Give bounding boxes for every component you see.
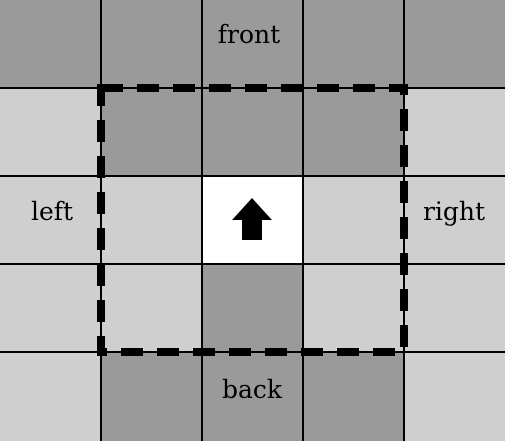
grid-cell-light [0, 264, 101, 352]
grid-cell-light [101, 176, 202, 264]
grid-cell-light [0, 352, 101, 441]
arrow-up-icon [232, 198, 272, 240]
grid-cell-dark [404, 0, 505, 88]
grid-cell-dark [202, 88, 303, 176]
grid-cell-light [303, 176, 404, 264]
grid-cell-light [404, 176, 505, 264]
grid-cell-light [404, 264, 505, 352]
label-right: right [423, 197, 485, 226]
grid-cell-dark [101, 0, 202, 88]
grid-cell-dark [0, 0, 101, 88]
dashed-focus-region [97, 84, 408, 356]
grid-cell-dark [101, 352, 202, 441]
grid-cell-light [404, 352, 505, 441]
grid-cell-dark [202, 352, 303, 441]
label-back: back [222, 375, 283, 404]
label-left: left [31, 197, 73, 226]
grid-cell-dark [101, 88, 202, 176]
grid-cell-light [303, 264, 404, 352]
grid-cell-light [0, 88, 101, 176]
grid-cell-dark [303, 0, 404, 88]
grid-cell-dark [303, 88, 404, 176]
grid-cell-light [404, 88, 505, 176]
grid-cell-dark [202, 0, 303, 88]
grid-cell-light [0, 176, 101, 264]
label-front: front [218, 20, 280, 49]
grid-cell-light [101, 264, 202, 352]
grid-cell-dark [303, 352, 404, 441]
grid-cell-dark [202, 264, 303, 352]
